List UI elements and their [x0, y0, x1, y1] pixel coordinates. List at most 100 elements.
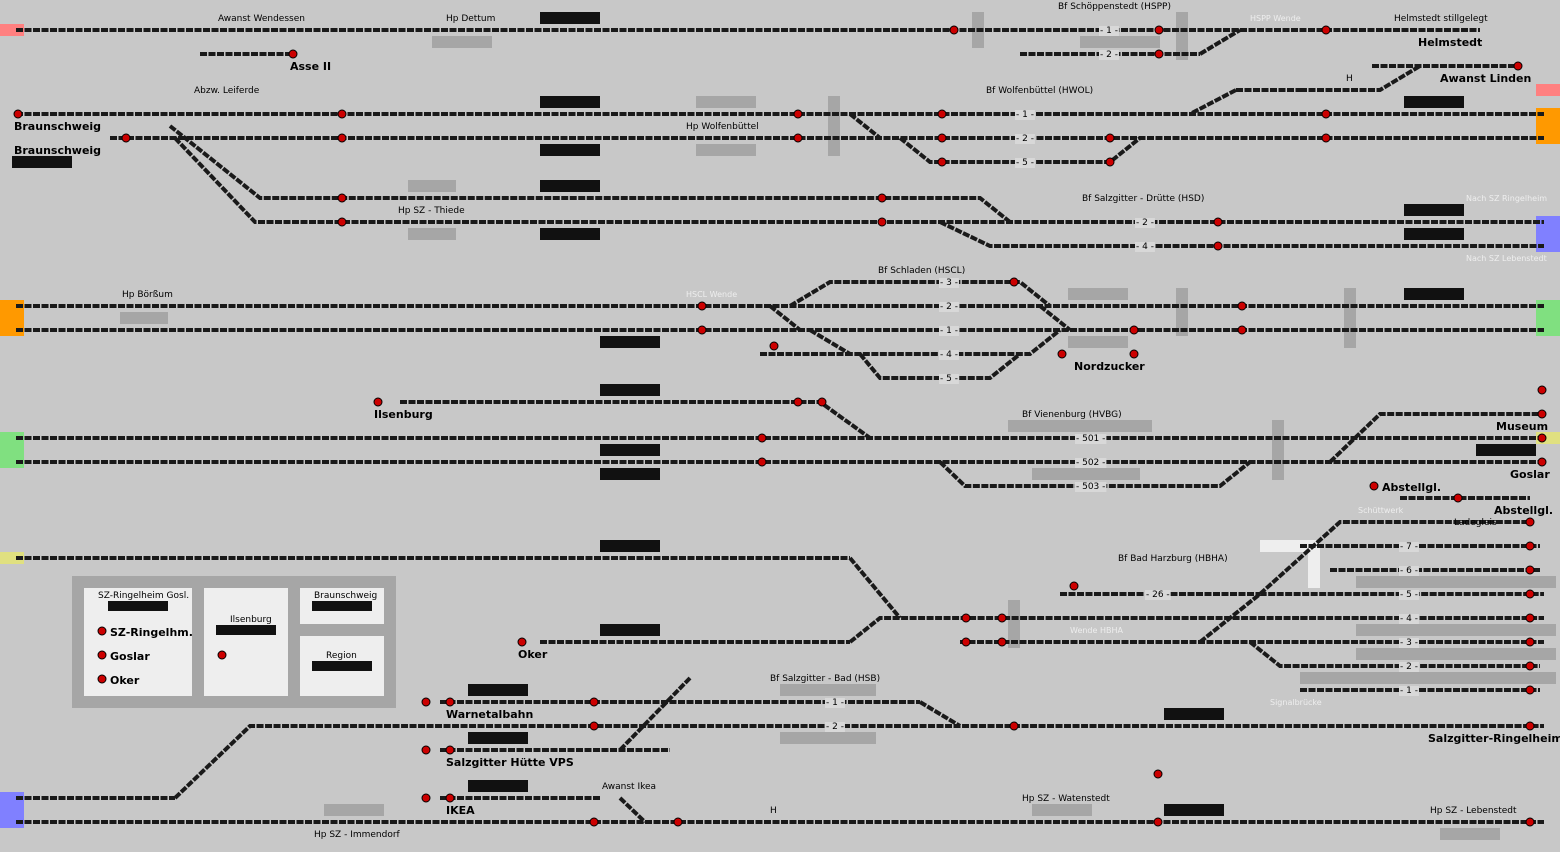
track-number-bg	[939, 374, 959, 384]
endpoint-label: Ilsenburg	[374, 408, 433, 421]
track-number: - 6 -	[1400, 566, 1418, 576]
track-number: - 3 -	[940, 278, 958, 288]
legend-ilsenburg: Ilsenburg	[230, 615, 272, 625]
track-number-bg	[1399, 686, 1419, 696]
station-label: Hp SZ - Immendorf	[314, 830, 401, 840]
station-label: Abzw. Leiferde	[194, 86, 260, 96]
station-label: HSCL Wende	[686, 290, 737, 299]
track-number-labels: - 1 - - 2 - - 1 - - 2 - - 5 - - 2 - - 4 …	[825, 26, 1419, 732]
station-label: Hp Dettum	[446, 14, 495, 24]
track-number-bg	[1399, 566, 1419, 576]
track-number-bg	[825, 722, 845, 732]
endpoint-label: Awanst Linden	[1440, 72, 1531, 85]
endpoint-label: Braunschweig	[14, 120, 101, 133]
track-number-bg	[1135, 218, 1155, 228]
station-label: Hp SZ - Lebenstedt	[1430, 806, 1517, 816]
track-number-bg	[1135, 242, 1155, 252]
station-label: Nach SZ Lebenstedt	[1466, 254, 1547, 263]
signals	[13, 25, 1547, 827]
white-platforms	[1260, 540, 1320, 588]
track-number-bg	[939, 326, 959, 336]
track-number: - 4 -	[940, 350, 958, 360]
track-number: - 1 -	[826, 698, 844, 708]
endpoint-label: Helmstedt	[1418, 36, 1482, 49]
legend-region: Region	[326, 651, 357, 661]
track-number-bg	[1075, 458, 1107, 468]
endpoint-label: Salzgitter Hütte VPS	[446, 756, 574, 769]
track-number: - 2 -	[1136, 218, 1154, 228]
track-number: - 2 -	[1016, 134, 1034, 144]
track-number: - 2 -	[826, 722, 844, 732]
track-number-bg	[939, 302, 959, 312]
track-number-bg	[1399, 590, 1419, 600]
legend-sz-ringelheim-goslar: SZ-Ringelheim Gosl.	[98, 591, 189, 601]
platforms	[120, 12, 1556, 840]
track-number: - 4 -	[1136, 242, 1154, 252]
station-label: Wende HBHA	[1070, 626, 1123, 635]
track-number: - 2 -	[1100, 50, 1118, 60]
track-number: - 3 -	[1400, 638, 1418, 648]
track-number: - 502 -	[1076, 458, 1105, 468]
legend-braunschweig: Braunschweig	[314, 591, 377, 601]
track-number-bg	[1399, 614, 1419, 624]
endpoint-label: Goslar	[1510, 468, 1550, 481]
track-number: - 5 -	[1016, 158, 1034, 168]
legend-oker: Oker	[110, 674, 140, 687]
station-label: Schüttwerk	[1358, 506, 1404, 515]
endpoint-label: Oker	[518, 648, 548, 661]
track-number-bg	[1075, 482, 1107, 492]
endpoint-label: Abstellgl.	[1382, 481, 1441, 494]
endpoint-label: Salzgitter-Ringelheim	[1428, 732, 1560, 745]
station-label: Hp SZ - Watenstedt	[1022, 794, 1110, 804]
endpoint-label: Museum	[1496, 420, 1548, 433]
track-number-bg	[939, 350, 959, 360]
station-label: H	[1346, 74, 1353, 84]
track-number-bg	[1015, 134, 1035, 144]
track-number: - 26 -	[1146, 590, 1170, 600]
legend-goslar: Goslar	[110, 650, 150, 663]
endpoint-label: Abstellgl.	[1494, 504, 1553, 517]
track-number-bg	[1015, 110, 1035, 120]
station-label: Nach SZ Ringelheim	[1466, 194, 1547, 203]
station-label: Bf Wolfenbüttel (HWOL)	[986, 86, 1093, 96]
track-number: - 5 -	[940, 374, 958, 384]
endpoint-label: Nordzucker	[1074, 360, 1145, 373]
track-number-bg	[1399, 638, 1419, 648]
display-blocks	[12, 12, 1536, 816]
station-label: Bf Salzgitter - Bad (HSB)	[770, 674, 880, 684]
track-number: - 2 -	[1400, 662, 1418, 672]
station-label: Bf Salzgitter - Drütte (HSD)	[1082, 194, 1204, 204]
track-number-bg	[1399, 542, 1419, 552]
track-number-bg	[939, 278, 959, 288]
station-label: Ladegleis	[1454, 518, 1497, 528]
track-number: - 5 -	[1400, 590, 1418, 600]
legend-panel: SZ-Ringelheim Gosl. SZ-Ringelhm. Goslar …	[72, 576, 396, 708]
track-number: - 1 -	[1016, 110, 1034, 120]
station-label: Helmstedt stillgelegt	[1394, 14, 1488, 24]
station-label: H	[770, 806, 777, 816]
track-number-bg	[1099, 26, 1119, 36]
track-number: - 501 -	[1076, 434, 1105, 444]
station-label: Bf Bad Harzburg (HBHA)	[1118, 554, 1228, 564]
track-number: - 1 -	[940, 326, 958, 336]
track-number: - 1 -	[1100, 26, 1118, 36]
station-label: Hp Wolfenbüttel	[686, 122, 759, 132]
track-number-bg	[1145, 590, 1171, 600]
track-number-bg	[1015, 158, 1035, 168]
track-number: - 2 -	[940, 302, 958, 312]
track-number-bg	[1399, 662, 1419, 672]
track-number-bg	[825, 698, 845, 708]
endpoint-labels: Asse II Helmstedt Awanst Linden Braunsch…	[14, 36, 1560, 817]
station-label: Signalbrücke	[1270, 698, 1322, 707]
legend-sz-ringelheim: SZ-Ringelhm.	[110, 626, 193, 639]
station-label: Bf Schladen (HSCL)	[878, 266, 965, 276]
station-labels: Awanst Wendessen Hp Dettum Bf Schöppenst…	[122, 2, 1547, 840]
track-number-bg	[1075, 434, 1107, 444]
endpoint-label: Asse II	[290, 60, 331, 73]
station-label: Awanst Wendessen	[218, 14, 305, 24]
endpoint-label: Braunschweig	[14, 144, 101, 157]
endpoint-label: Warnetalbahn	[446, 708, 533, 721]
station-label: Bf Schöppenstedt (HSPP)	[1058, 2, 1171, 12]
tracks	[16, 28, 1544, 824]
